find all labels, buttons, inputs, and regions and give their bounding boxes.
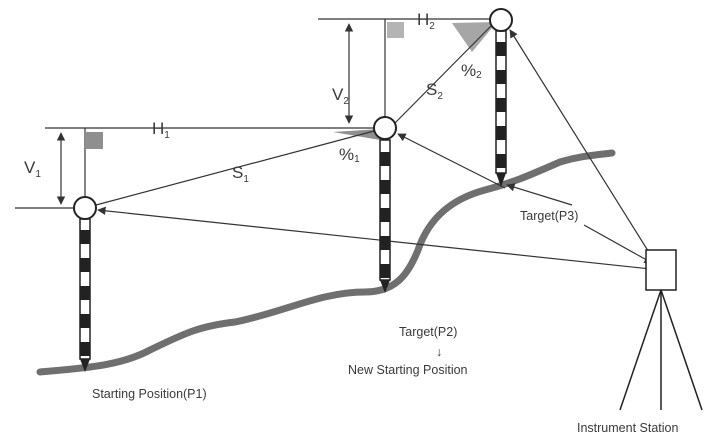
annotation-target-p3: Target(P3)	[520, 209, 578, 223]
angle-pct2-marker	[452, 22, 497, 52]
annotation-start-p1: Starting Position(P1)	[92, 387, 207, 401]
annotation-arrow-down: ↓	[436, 345, 442, 359]
label-pct2: %2	[461, 61, 482, 81]
right-angle-marker-1	[85, 132, 103, 149]
prism-pole-p1	[73, 196, 97, 372]
label-s1: S1	[232, 163, 249, 185]
annotation-new-start: New Starting Position	[348, 363, 468, 377]
terrain-slope	[36, 149, 616, 376]
target-p3-to-station-pointer	[583, 224, 653, 264]
instrument-station	[619, 249, 703, 411]
annotation-target-p2: Target(P2)	[399, 325, 457, 339]
label-s2: S2	[426, 80, 443, 102]
annotation-instrument: Instrument Station	[577, 421, 678, 435]
label-pct1: %1	[339, 145, 360, 165]
prism-pole-p2	[373, 116, 397, 293]
prism-pole-p3	[489, 8, 513, 187]
sight-line-from-p3-target-to-p2	[397, 133, 506, 189]
s2-line	[393, 22, 495, 125]
label-v1: V1	[24, 158, 41, 180]
s1-line	[95, 130, 375, 206]
target-p3-pointer	[506, 183, 573, 206]
sight-line-to-p1	[97, 206, 661, 271]
label-h2: H2	[417, 10, 435, 32]
label-v2: V2	[332, 85, 349, 107]
right-angle-marker-2	[387, 22, 404, 38]
angle-pct1-marker	[333, 129, 380, 140]
label-h1: H1	[152, 119, 170, 141]
sight-line-to-p3	[509, 29, 661, 271]
